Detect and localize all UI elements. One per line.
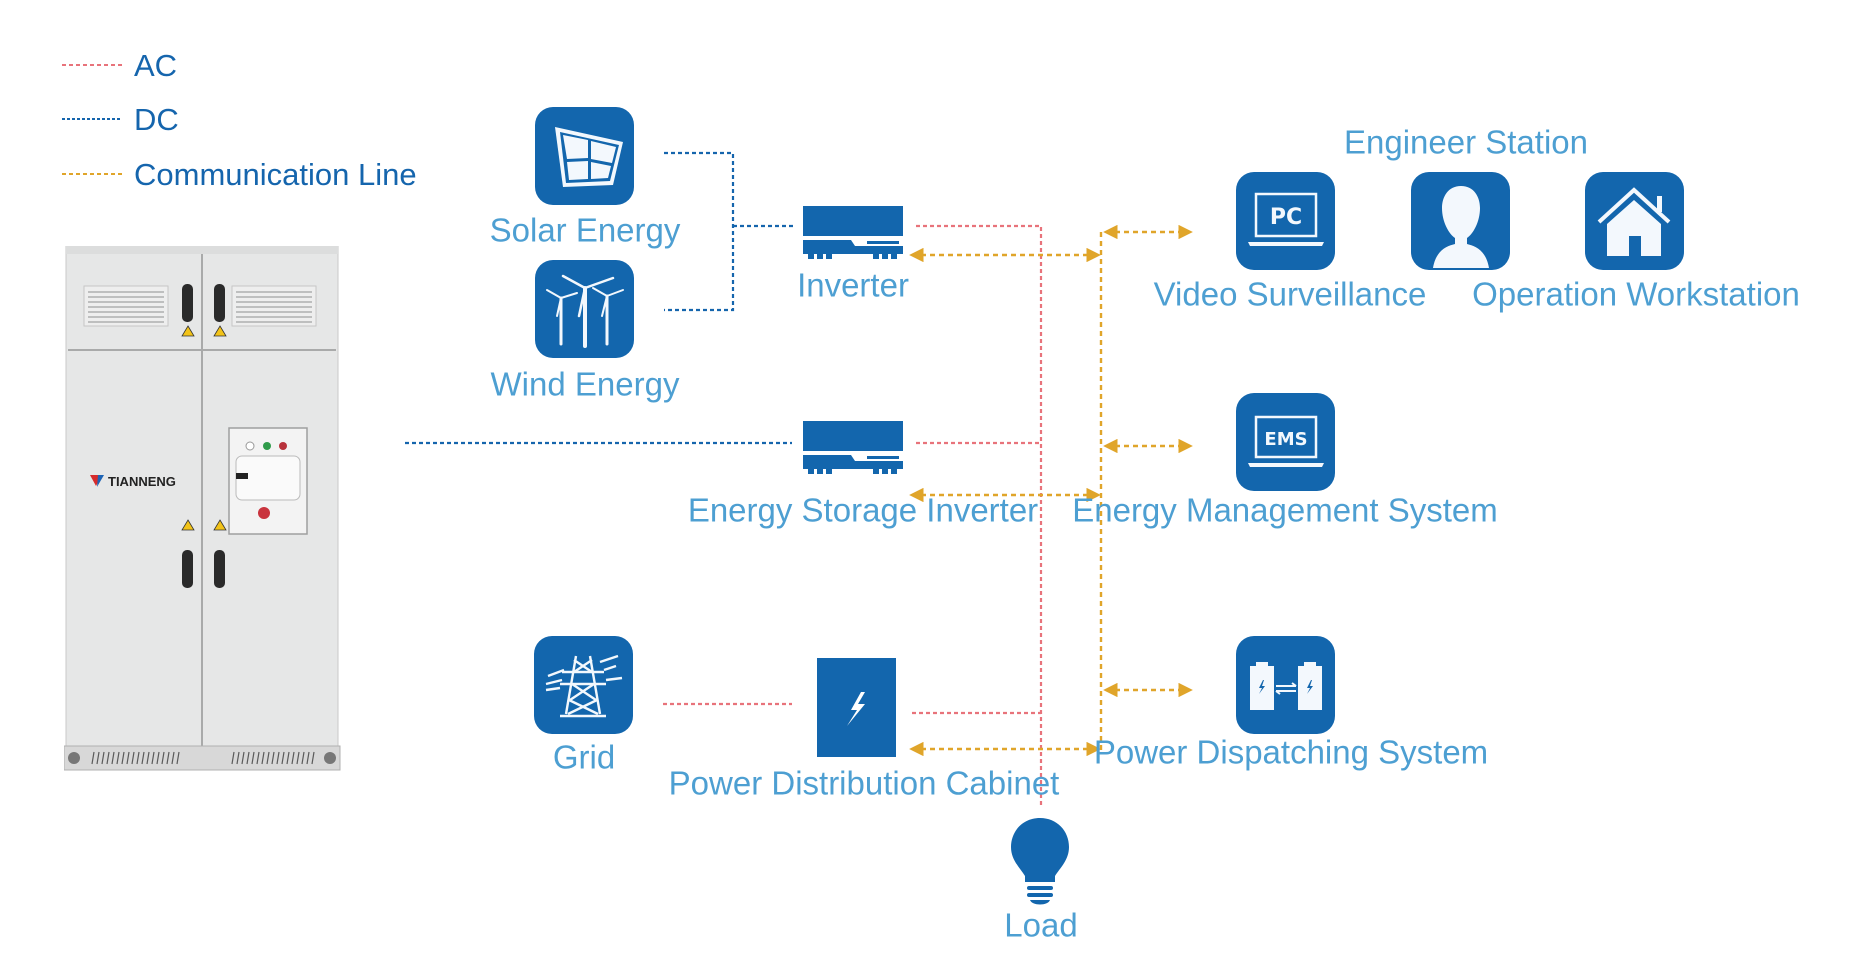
grid-label: Grid xyxy=(552,738,616,776)
house-icon xyxy=(1597,187,1671,256)
operation-workstation-node xyxy=(1585,172,1684,270)
inverter-label: Inverter xyxy=(797,266,909,304)
legend-dc-label: DC xyxy=(134,102,179,137)
power-tower-icon xyxy=(545,654,623,718)
ac-inverter-to-bus xyxy=(916,224,1043,805)
inverter-icon xyxy=(803,206,903,259)
ac-lines xyxy=(663,224,1043,805)
engineer-station-label: Engineer Station xyxy=(1343,123,1589,161)
grid-node xyxy=(534,636,633,734)
pc-screen-text: PC xyxy=(1270,205,1302,230)
engineer-station-node xyxy=(1411,172,1510,270)
wind-energy-label: Wind Energy xyxy=(490,365,680,403)
storage-inverter-label: Energy Storage Inverter xyxy=(687,491,1039,529)
pc-laptop-icon: PC xyxy=(1248,192,1324,246)
door-handles xyxy=(182,284,225,588)
dc-solar-to-inverter xyxy=(664,151,735,312)
ems-laptop-icon: EMS xyxy=(1248,415,1324,467)
dc-lines xyxy=(405,151,796,445)
ems-label: Energy Management System xyxy=(1072,491,1498,529)
load-label: Load xyxy=(1004,906,1078,944)
dispatching-node xyxy=(1236,636,1335,734)
top-vents xyxy=(83,285,317,327)
solar-energy-node xyxy=(535,107,634,205)
comm-lines xyxy=(909,224,1193,757)
legend-comm-label: Communication Line xyxy=(134,157,417,192)
distribution-cabinet-icon xyxy=(817,658,896,757)
brand-name: TIANNENG xyxy=(108,474,176,489)
wind-turbine-icon xyxy=(546,274,624,348)
legend-swatches xyxy=(62,64,122,175)
control-panel xyxy=(228,427,308,535)
person-icon xyxy=(1433,186,1489,268)
light-bulb-icon xyxy=(1011,818,1069,905)
battery-cabinet: TIANNENG xyxy=(64,246,341,771)
solar-panel-icon xyxy=(555,127,623,187)
storage-inverter-icon xyxy=(803,421,903,474)
ems-screen-text: EMS xyxy=(1264,429,1307,450)
brand-logo xyxy=(90,475,104,487)
lightning-icon xyxy=(847,692,865,726)
video-surveillance-node: PC xyxy=(1236,172,1335,270)
cabinet-base xyxy=(64,745,341,771)
wind-energy-node xyxy=(535,260,634,358)
ems-node: EMS xyxy=(1236,393,1335,491)
video-surveillance-label: Video Surveillance xyxy=(1153,275,1427,313)
legend-ac-label: AC xyxy=(134,48,178,83)
warning-signs xyxy=(181,325,227,531)
dispatching-label: Power Dispatching System xyxy=(1093,733,1489,771)
solar-energy-label: Solar Energy xyxy=(489,211,681,249)
battery-exchange-icon xyxy=(1250,662,1322,710)
distribution-cabinet-label: Power Distribution Cabinet xyxy=(668,764,1060,802)
operation-workstation-label: Operation Workstation xyxy=(1472,275,1800,313)
